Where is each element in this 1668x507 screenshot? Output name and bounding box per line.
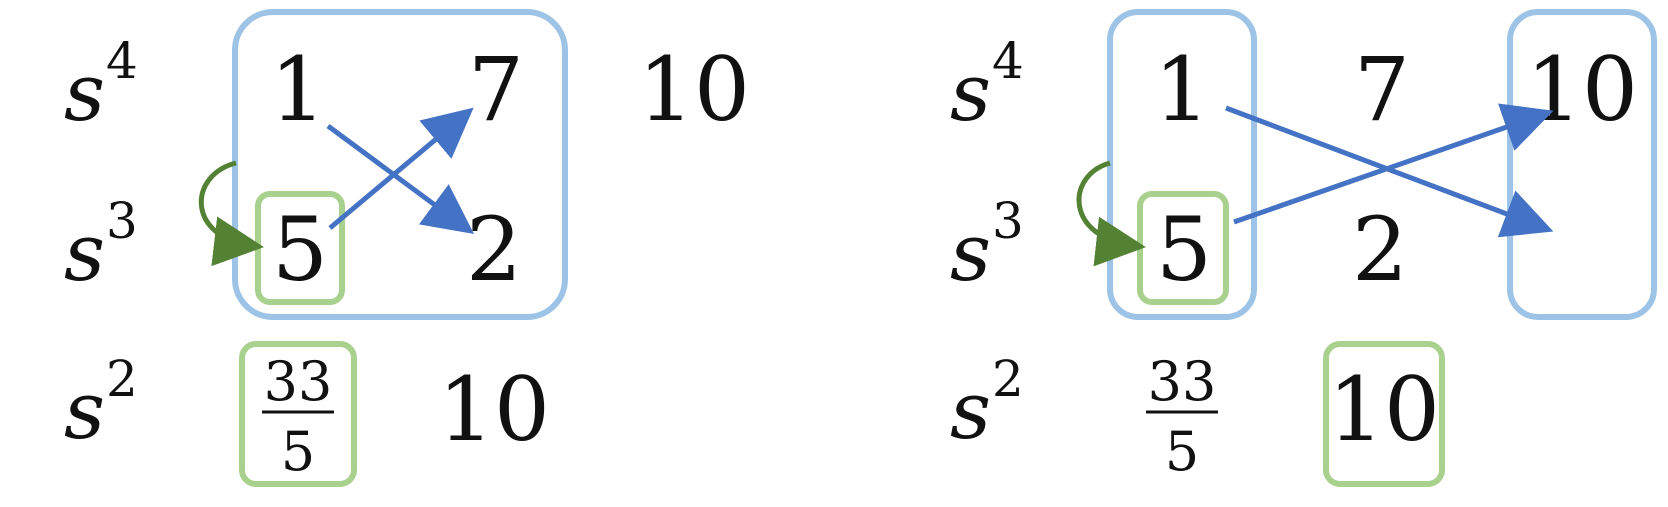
right-row-label-s4: s: [950, 46, 991, 139]
left-cross-arrow-down: [326, 123, 475, 234]
right-row-exp-4: 4: [992, 32, 1024, 90]
left-table: s 4 s 3 s 2 1 7 10 5 2 33 5 10: [64, 9, 750, 487]
left-green-curved-arrow: [199, 160, 264, 267]
right-s4-cell-1: 1: [1154, 38, 1210, 141]
right-green-highlight-box-s2: [1323, 341, 1445, 487]
right-s2-fraction-numerator: 33: [1148, 350, 1217, 413]
right-s2-cell-2: 10: [1328, 358, 1440, 461]
right-s2-fraction-denominator: 5: [1165, 420, 1199, 483]
right-row-exp-2: 2: [992, 350, 1024, 408]
left-s2-cell-2: 10: [438, 358, 550, 461]
left-s4-cell-2: 7: [468, 38, 524, 141]
right-s3-cell-1: 5: [1156, 198, 1212, 301]
right-table: s 4 s 3 s 2 1 7 10 5 2 33 5 10: [950, 9, 1657, 487]
left-row-exp-3: 3: [106, 192, 138, 250]
right-s3-cell-2: 2: [1352, 198, 1408, 301]
left-s3-cell-1: 5: [272, 198, 328, 301]
right-row-exp-3: 3: [992, 192, 1024, 250]
right-row-label-s2: s: [950, 364, 991, 457]
left-s2-fraction-numerator: 33: [264, 350, 333, 413]
left-s2-fraction-denominator: 5: [281, 420, 315, 483]
right-cross-arrow-up: [1233, 103, 1554, 225]
left-s4-cell-1: 1: [270, 38, 326, 141]
right-blue-highlight-box-col3: [1507, 9, 1657, 320]
right-s4-cell-3: 10: [1526, 38, 1638, 141]
left-row-label-s3: s: [64, 206, 105, 299]
left-row-exp-4: 4: [106, 32, 138, 90]
left-row-label-s4: s: [64, 46, 105, 139]
left-row-exp-2: 2: [106, 350, 138, 408]
right-green-curved-arrow: [1076, 160, 1146, 267]
left-green-highlight-box-s2: [239, 341, 357, 487]
left-cross-arrow-up: [328, 107, 474, 230]
right-row-label-s3: s: [950, 206, 991, 299]
left-s4-cell-3: 10: [638, 38, 750, 141]
left-row-label-s2: s: [64, 364, 105, 457]
left-s3-cell-2: 2: [466, 198, 522, 301]
right-s4-cell-2: 7: [1354, 38, 1410, 141]
